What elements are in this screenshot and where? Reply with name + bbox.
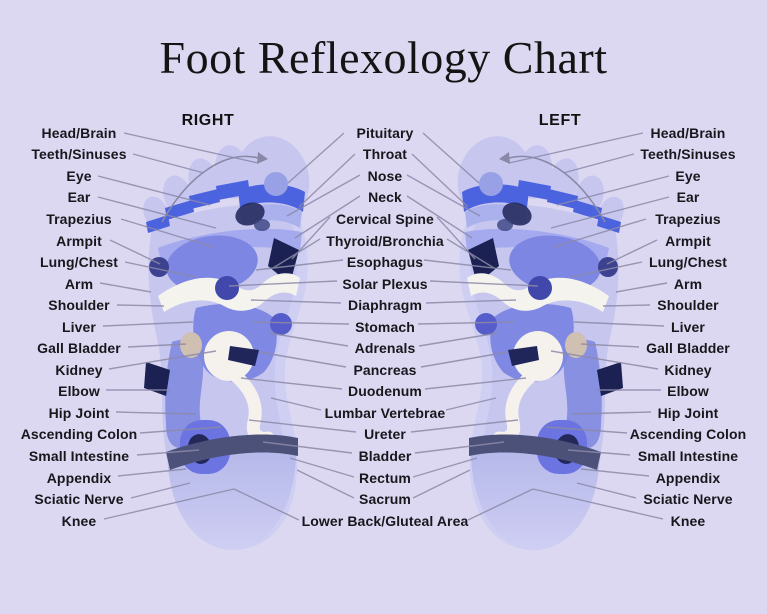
left-foot-heading: LEFT — [538, 112, 582, 129]
region-label: Teeth/Sinuses — [640, 146, 736, 163]
region-label: Kidney — [55, 361, 103, 378]
region-label: Ascending Colon — [629, 426, 747, 443]
region-label: Gall Bladder — [646, 340, 730, 357]
region-label: Adrenals — [354, 340, 416, 357]
region-label: Sacrum — [359, 491, 411, 508]
region-label: Eye — [66, 167, 92, 184]
region-label: Ascending Colon — [20, 426, 138, 443]
region-label: Head/Brain — [650, 124, 726, 141]
region-label: Throat — [362, 146, 408, 163]
region-label: Small Intestine — [28, 447, 130, 464]
region-label: Knee — [61, 512, 97, 529]
region-label: Duodenum — [348, 383, 422, 400]
region-label: Teeth/Sinuses — [31, 146, 127, 163]
region-label: Sciatic Nerve — [34, 491, 124, 508]
page-title: Foot Reflexology Chart — [159, 32, 608, 83]
region-label: Head/Brain — [41, 124, 117, 141]
region-label: Nose — [367, 167, 403, 184]
region-label: Elbow — [667, 383, 709, 400]
region-label: Esophagus — [346, 254, 424, 271]
region-label: Lung/Chest — [649, 254, 727, 271]
region-label: Small Intestine — [637, 447, 739, 464]
region-label: Shoulder — [657, 297, 719, 314]
region-label: Solar Plexus — [342, 275, 428, 292]
region-label: Diaphragm — [347, 297, 423, 314]
region-label: Appendix — [46, 469, 112, 486]
region-label: Neck — [368, 189, 402, 206]
region-label: Lumbar Vertebrae — [324, 404, 446, 421]
region-label: Gall Bladder — [37, 340, 121, 357]
region-label: Elbow — [58, 383, 100, 400]
region-label: Sciatic Nerve — [643, 491, 733, 508]
region-label: Arm — [64, 275, 94, 292]
region-label: Lung/Chest — [40, 254, 118, 271]
region-label: Hip Joint — [657, 404, 719, 421]
region-label: Rectum — [359, 469, 411, 486]
region-label: Trapezius — [655, 210, 721, 227]
region-label: Arm — [673, 275, 703, 292]
region-label: Liver — [62, 318, 96, 335]
region-label: Bladder — [358, 447, 412, 464]
region-label: Thyroid/Bronchia — [326, 232, 444, 249]
region-label: Hip Joint — [48, 404, 110, 421]
region-label: Ear — [676, 189, 700, 206]
region-label: Armpit — [665, 232, 711, 249]
region-label: Trapezius — [46, 210, 112, 227]
region-label: Eye — [675, 167, 701, 184]
region-label: Liver — [671, 318, 705, 335]
region-label: Armpit — [56, 232, 102, 249]
region-label: Pituitary — [356, 124, 414, 141]
region-label: Appendix — [655, 469, 721, 486]
region-label: Lower Back/Gluteal Area — [301, 512, 469, 529]
region-label: Cervical Spine — [336, 210, 434, 227]
region-label: Stomach — [355, 318, 415, 335]
connector-lines — [97, 132, 670, 521]
region-label: Ureter — [364, 426, 406, 443]
region-label: Ear — [67, 189, 91, 206]
region-label: Kidney — [664, 361, 712, 378]
right-foot-heading: RIGHT — [181, 112, 235, 129]
region-label: Shoulder — [48, 297, 110, 314]
region-label: Pancreas — [353, 361, 417, 378]
region-label: Knee — [670, 512, 706, 529]
